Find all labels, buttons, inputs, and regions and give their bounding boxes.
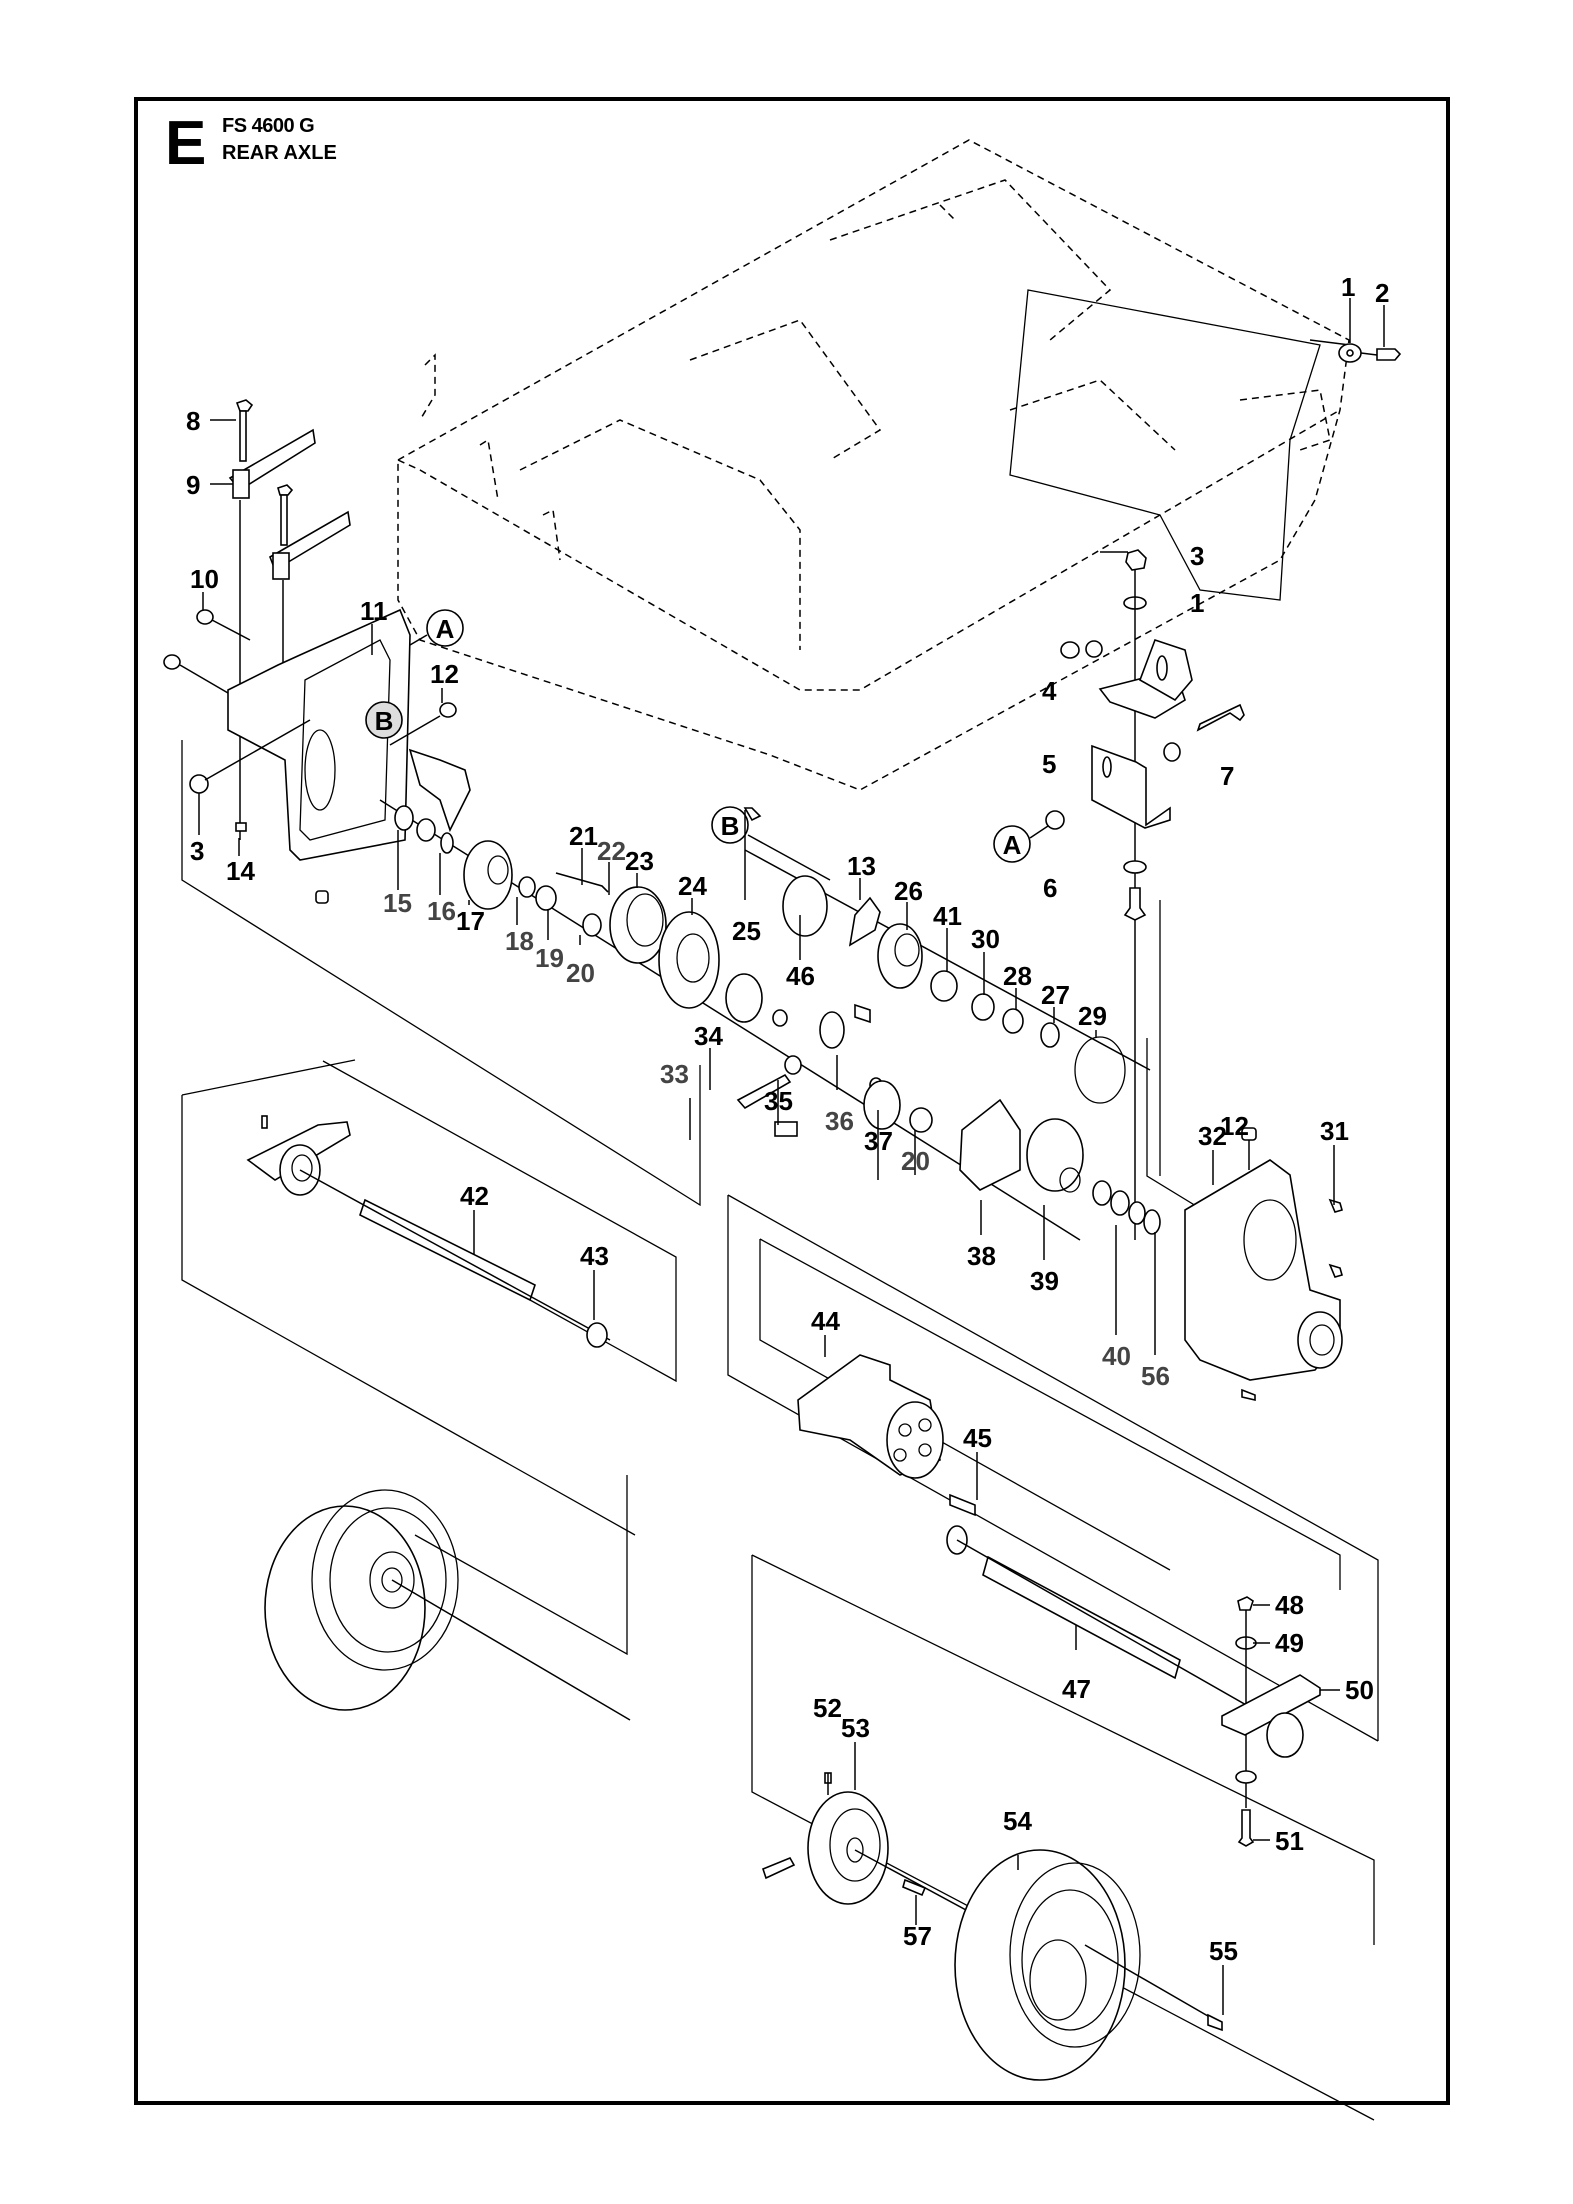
left-gearbox-housing: [189, 608, 471, 904]
callout-47: 47: [1062, 1674, 1091, 1704]
right-bearing-housing: [1221, 1596, 1321, 1847]
right-gearbox-housing: [1184, 1127, 1343, 1402]
callout-37: 37: [864, 1126, 893, 1156]
callout-56: 56: [1141, 1361, 1170, 1391]
svg-text:B: B: [721, 811, 740, 841]
page-border: [134, 97, 1450, 2105]
ref-marker-a-lower: A: [993, 825, 1049, 863]
callout-43: 43: [580, 1241, 609, 1271]
callout-55: 55: [1209, 1936, 1238, 1966]
callout-48: 48: [1275, 1590, 1304, 1620]
callout-9: 9: [186, 470, 200, 500]
callout-leaders: [198, 419, 1340, 2015]
callout-33: 33: [660, 1059, 689, 1089]
callout-24: 24: [678, 871, 707, 901]
model-name: FS 4600 G: [222, 115, 315, 137]
right-wheel: [954, 1849, 1223, 2081]
callout-12: 12: [1220, 1111, 1249, 1141]
callout-14: 14: [226, 856, 255, 886]
svg-text:B: B: [375, 706, 394, 736]
section-letter: E: [165, 109, 207, 178]
callout-13: 13: [847, 851, 876, 881]
callout-25: 25: [732, 916, 761, 946]
callout-4: 4: [1042, 676, 1057, 706]
callout-54: 54: [1003, 1806, 1032, 1836]
left-wheel: [264, 1489, 631, 1721]
right-axle-shaft: [956, 1539, 1291, 1731]
callout-17: 17: [456, 906, 485, 936]
section-title: REAR AXLE: [222, 142, 337, 164]
callout-1: 1: [1190, 588, 1204, 618]
drive-components: [379, 799, 1161, 1241]
callout-18: 18: [505, 926, 534, 956]
callout-1: 1: [1341, 272, 1355, 302]
callout-52: 52: [813, 1693, 842, 1723]
left-axle-shaft: [246, 1115, 611, 1348]
lever-assembly: [163, 399, 351, 840]
callout-labels: 1 2 3 1 4 5 6 7 8 9 10 11 12 3 14 15 16 …: [186, 272, 1389, 1966]
callout-31: 31: [1320, 1116, 1349, 1146]
chassis-mount-hardware: [1338, 298, 1402, 363]
callout-3: 3: [1190, 541, 1204, 571]
callout-11: 11: [360, 596, 388, 626]
callout-20: 20: [901, 1146, 930, 1176]
callout-27: 27: [1041, 980, 1070, 1010]
callout-44: 44: [811, 1306, 840, 1336]
callout-46: 46: [786, 961, 815, 991]
callout-12: 12: [430, 659, 459, 689]
callout-32: 32: [1198, 1121, 1227, 1151]
callout-20: 20: [566, 958, 595, 988]
shift-assembly: [743, 807, 1151, 1104]
callout-19: 19: [535, 943, 564, 973]
callout-30: 30: [971, 924, 1000, 954]
callout-15: 15: [383, 888, 412, 918]
callout-23: 23: [625, 846, 654, 876]
ref-marker-a-upper: A: [409, 609, 464, 647]
callout-36: 36: [825, 1106, 854, 1136]
callout-50: 50: [1345, 1675, 1374, 1705]
callout-40: 40: [1102, 1341, 1131, 1371]
callout-53: 53: [841, 1713, 870, 1743]
callout-45: 45: [963, 1423, 992, 1453]
callout-6: 6: [1043, 873, 1057, 903]
callout-29: 29: [1078, 1001, 1107, 1031]
callout-5: 5: [1042, 749, 1056, 779]
callout-34: 34: [694, 1021, 723, 1051]
callout-16: 16: [427, 896, 456, 926]
callout-3: 3: [190, 836, 204, 866]
hydraulic-motor: [797, 1354, 976, 1555]
assembly-outlines: [181, 740, 1379, 2121]
callout-22: 22: [597, 836, 626, 866]
callout-26: 26: [894, 876, 923, 906]
callout-49: 49: [1275, 1628, 1304, 1658]
callout-38: 38: [967, 1241, 996, 1271]
callout-42: 42: [460, 1181, 489, 1211]
callout-41: 41: [933, 901, 962, 931]
callout-28: 28: [1003, 961, 1032, 991]
callout-21: 21: [569, 821, 598, 851]
svg-text:A: A: [436, 614, 455, 644]
callout-8: 8: [186, 406, 200, 436]
svg-text:A: A: [1003, 830, 1022, 860]
ref-marker-b-lower: B: [711, 806, 831, 881]
callout-7: 7: [1220, 761, 1234, 791]
right-mount-bracket: [1045, 549, 1245, 1240]
callout-57: 57: [903, 1921, 932, 1951]
shield-plate: [1009, 289, 1321, 601]
ref-marker-b-upper: B: [365, 701, 403, 739]
chassis-phantom: [397, 139, 1350, 791]
callout-39: 39: [1030, 1266, 1059, 1296]
callout-35: 35: [764, 1086, 793, 1116]
callout-2: 2: [1375, 278, 1389, 308]
callout-51: 51: [1275, 1826, 1304, 1856]
callout-10: 10: [190, 564, 219, 594]
